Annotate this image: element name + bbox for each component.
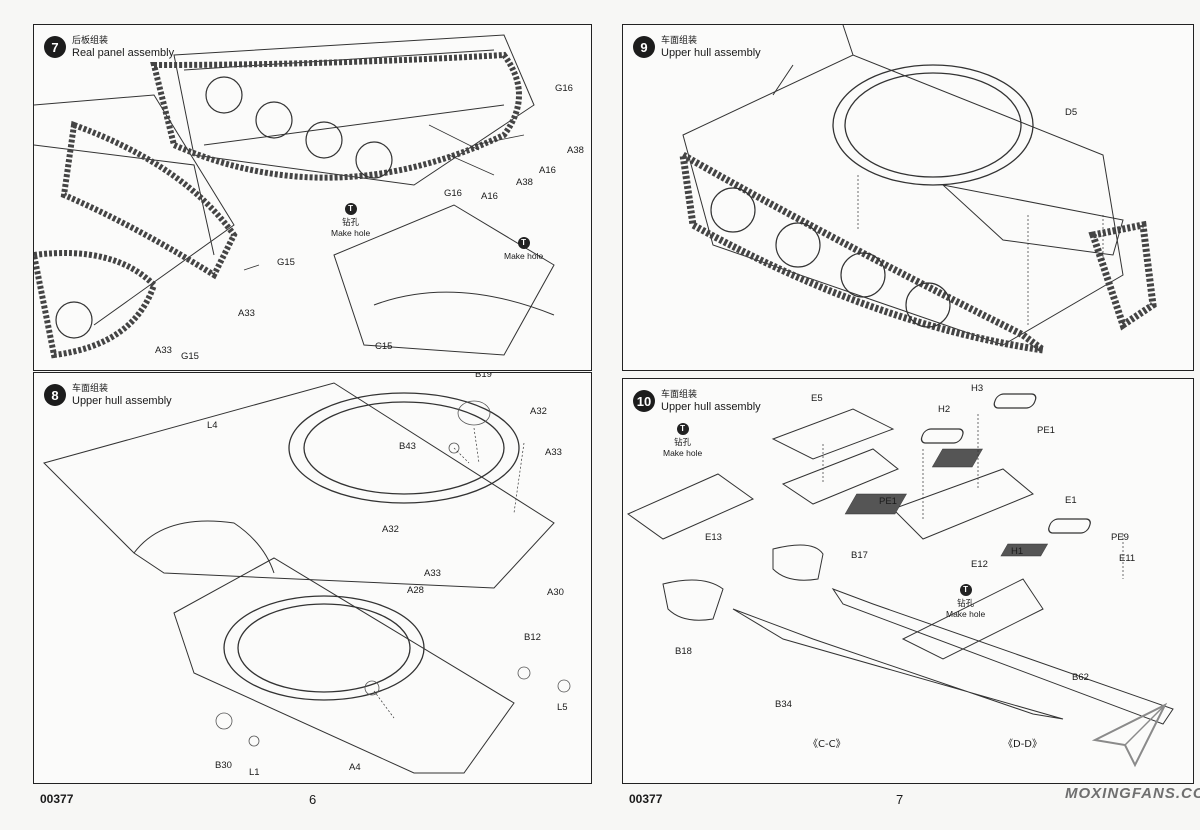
part-label: G16 [555,83,573,94]
step-10-title-cn: 车面组装 [661,390,698,400]
part-label: E5 [811,393,823,404]
part-label: D5 [1065,107,1078,118]
part-label: L5 [557,702,568,713]
part-label: PE9 [1111,532,1129,543]
part-label: A30 [547,587,564,598]
step-7-header: 7 后板组装 Real panel assembly [44,35,174,59]
make-hole-cn: 钻孔 [674,438,692,448]
part-label: A33 [424,568,441,579]
part-label: A4 [349,762,361,773]
step-8-title-cn: 车面组装 [72,384,109,394]
part-label: L1 [249,767,260,778]
make-hole-en: Make hole [504,251,544,261]
step-9-panel: 9 车面组装 Upper hull assembly [622,24,1194,371]
section-label-dd: 《D-D》 [1003,739,1043,750]
make-hole-note: T 钻孔 Make hole [331,203,370,238]
step-9-title-cn: 车面组装 [661,36,698,46]
part-label: L4 [207,420,218,431]
page-number-right: 7 [896,792,904,807]
part-label: E1 [1065,495,1077,506]
part-label: A38 [516,177,533,188]
part-label: A16 [539,165,556,176]
part-label: B43 [399,441,416,452]
step-7-title-en: Real panel assembly [72,47,175,59]
site-watermark: MOXINGFANS.COM [1065,785,1200,802]
part-label: B18 [675,646,692,657]
part-label: A38 [567,145,584,156]
step-10-panel: 10 车面组装 Upper hull assembly [622,378,1194,784]
part-label: A16 [481,191,498,202]
page-number-left: 6 [309,792,317,807]
step-8-drawing [43,382,571,774]
step-7-panel: 7 后板组装 Real panel assembly [33,24,592,371]
step-7-title-cn: 后板组装 [72,36,109,46]
step-10-title-en: Upper hull assembly [661,401,761,413]
step-9-header: 9 车面组装 Upper hull assembly [633,35,761,59]
drill-icon: T [344,203,357,215]
part-label: H1 [1011,546,1024,557]
part-label: A28 [407,585,424,596]
make-hole-en: Make hole [331,228,371,238]
make-hole-cn: 钻孔 [342,218,360,228]
part-label: H2 [938,404,951,415]
step-10-header: 10 车面组装 Upper hull assembly [633,389,761,413]
paper-plane-logo-icon [1091,702,1168,768]
part-label: E11 [1119,553,1136,564]
part-label: A33 [155,345,172,356]
step-9-drawing [678,25,1157,354]
drill-icon: T [959,584,972,596]
part-label: G16 [444,188,462,199]
part-label: B34 [775,699,792,710]
part-label: A32 [382,524,399,535]
catalog-number-left: 00377 [40,792,74,806]
part-label: E12 [971,559,988,570]
part-label: C15 [375,341,393,352]
step-9-title-en: Upper hull assembly [661,47,761,59]
make-hole-en: Make hole [946,609,986,619]
part-label: G15 [277,257,295,268]
make-hole-note: T 钻孔 Make hole [946,584,985,619]
drill-icon: T [676,423,689,435]
part-label: PE1 [879,496,897,507]
part-label: PE1 [1037,425,1055,436]
step-10-drawing [626,393,1174,725]
part-label: B12 [524,632,541,643]
part-label: H3 [971,383,984,394]
part-label: B17 [851,550,868,561]
catalog-number-right: 00377 [629,792,663,806]
part-label: G15 [181,351,199,362]
part-label: B19 [475,372,492,380]
part-label: B30 [215,760,232,771]
make-hole-note: T Make hole [504,237,543,261]
part-label: B62 [1072,672,1089,683]
step-8-number: 8 [44,384,66,406]
step-7-drawing [34,34,555,359]
left-page: 7 后板组装 Real panel assembly [33,24,592,807]
step-10-number: 10 [633,390,655,412]
right-page: 9 车面组装 Upper hull assembly [600,0,1200,830]
section-label-cc: 《C-C》 [808,739,846,750]
step-8-header: 8 车面组装 Upper hull assembly [44,383,172,407]
part-label: A33 [545,447,562,458]
step-8-title-en: Upper hull assembly [72,395,172,407]
step-8-panel: 8 车面组装 Upper hull assembly [33,372,592,784]
make-hole-en: Make hole [663,448,703,458]
drill-icon: T [517,237,530,249]
part-label: E13 [705,532,722,543]
part-label: A32 [530,406,547,417]
make-hole-note: T 钻孔 Make hole [663,423,702,458]
step-7-number: 7 [44,36,66,58]
step-9-number: 9 [633,36,655,58]
part-label: A33 [238,308,255,319]
make-hole-cn: 钻孔 [957,599,975,609]
